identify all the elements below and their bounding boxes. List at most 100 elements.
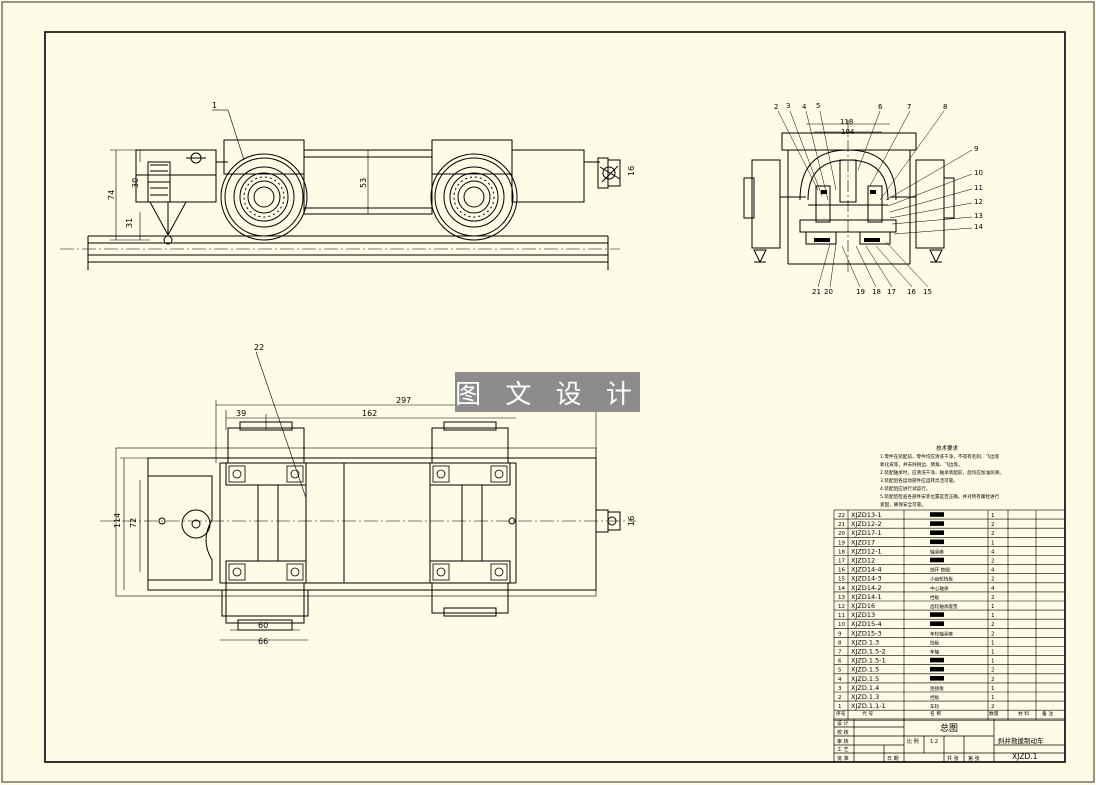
- dim-60: 60: [258, 621, 268, 630]
- parts-row-code: XJZD.1.4: [851, 684, 879, 692]
- parts-row-mark: [930, 621, 944, 626]
- parts-row-code: XJZD17-1: [851, 529, 882, 537]
- parts-row-code: XJZD12-1: [851, 547, 882, 555]
- parts-row-code: XJZD.1.3: [851, 638, 879, 646]
- parts-row-mark: [930, 557, 944, 563]
- tb-drawing-name: 斜井救援制动车: [998, 736, 1044, 745]
- notes-line: 2.装配轴承时，应清洗干净，轴承装配前、后均应加油润滑。: [880, 469, 1004, 476]
- parts-row-qty: 1: [991, 540, 995, 546]
- end-callout-7: 7: [907, 103, 911, 111]
- parts-row-no: 17: [838, 559, 845, 565]
- parts-row-no: 14: [838, 586, 845, 592]
- parts-row-code: XJZD.1.5: [851, 666, 879, 674]
- parts-row-name: 中心轴承: [930, 585, 949, 592]
- parts-row-name: 挡板: [930, 639, 940, 646]
- parts-list-frame: [833, 509, 1066, 721]
- parts-row-no: 11: [838, 613, 845, 619]
- side-callout-1: 1: [212, 101, 217, 110]
- parts-row-name: 挡板: [930, 694, 940, 701]
- parts-row-no: 13: [838, 595, 845, 601]
- tb-label-scale: 比 例: [907, 738, 919, 745]
- side-view: [60, 109, 621, 270]
- end-callout-17: 17: [887, 288, 896, 296]
- parts-row-mark: [930, 539, 944, 545]
- parts-row-no: 16: [838, 568, 845, 574]
- dim-118: 118: [840, 118, 853, 126]
- parts-row-qty: 1: [991, 695, 995, 701]
- parts-row-name: 车轴: [930, 649, 940, 656]
- tb-scale-value: 1:2: [930, 739, 938, 745]
- end-callout-21: 21: [812, 288, 821, 296]
- tb-label-approve: 批 准: [837, 755, 849, 762]
- parts-row-qty: 2: [991, 622, 995, 628]
- parts-row-qty: 2: [991, 577, 995, 583]
- parts-row-code: XJZD14-4: [851, 566, 882, 574]
- title-block-text: 设 计 校 核 审 核 工 艺 批 准 日 期 比 例 1:2 共 张 第 张 …: [837, 720, 1044, 762]
- parts-row-qty: 2: [991, 631, 995, 637]
- parts-row-code: XJZD15-4: [851, 620, 882, 628]
- dim-72: 72: [129, 518, 138, 528]
- inner-frame: [44, 31, 1066, 763]
- parts-row-mark: [930, 676, 944, 681]
- parts-row-qty: 2: [991, 677, 995, 683]
- parts-row-mark: [930, 521, 944, 526]
- parts-row-mark: [930, 512, 944, 517]
- parts-row-no: 21: [838, 522, 845, 528]
- notes-line: 4.装配后应进行试运行。: [880, 485, 930, 492]
- end-callouts-right: 9 10 11 12 13 14: [974, 145, 983, 231]
- parts-row-code: XJZD14-2: [851, 584, 882, 592]
- parts-row-qty: 1: [991, 686, 995, 692]
- plan-view: [100, 351, 636, 641]
- dim-30: 30: [131, 178, 140, 188]
- parts-row-qty: 2: [991, 531, 995, 537]
- tb-label-date: 日 期: [887, 756, 899, 762]
- notes-line: 紧固，确保安全可靠。: [880, 501, 926, 508]
- parts-row-no: 7: [838, 650, 842, 656]
- hdr-qty: 数量: [989, 710, 999, 717]
- parts-row-no: 3: [838, 686, 842, 692]
- notes-title: 技术要求: [936, 444, 959, 452]
- dim-39: 39: [236, 409, 246, 418]
- notes-line: 氧化皮等，并去除锐边、倒角、飞边等。: [880, 461, 963, 468]
- parts-row-name: 车轮: [930, 703, 940, 710]
- parts-row-name: 连接板: [930, 685, 944, 692]
- parts-row-no: 6: [838, 659, 842, 665]
- parts-row-no: 22: [838, 513, 845, 519]
- parts-row-code: XJZD.1.5-1: [851, 657, 886, 665]
- hdr-material: 材 料: [1018, 710, 1029, 717]
- title-block: [833, 718, 1066, 763]
- parts-row-qty: 2: [991, 595, 995, 601]
- side-wheel-left: [220, 153, 308, 241]
- hdr-remark: 备 注: [1042, 710, 1053, 717]
- side-wheel-right: [430, 153, 518, 241]
- tb-label-review: 审 核: [837, 738, 849, 745]
- parts-row-no: 1: [838, 704, 842, 710]
- parts-row-no: 9: [838, 631, 842, 637]
- parts-row-qty: 4: [991, 549, 995, 555]
- parts-row-name: 轴承座: [930, 548, 944, 555]
- parts-header: 序号 代 号 名 称 数量 材 料 备 注: [836, 710, 1053, 717]
- plan-bolts: [228, 465, 508, 581]
- parts-row-mark: [930, 612, 944, 617]
- parts-row-no: 2: [838, 695, 842, 701]
- end-callout-13: 13: [974, 212, 983, 220]
- end-callouts-bottom: 21 20 19 18 17 16 15: [812, 288, 932, 296]
- parts-row-no: 15: [838, 577, 845, 583]
- parts-row-code: XJZD.1.5-2: [851, 648, 886, 656]
- dim-114: 114: [113, 513, 122, 528]
- dim-16-plan: 16: [627, 516, 636, 526]
- end-callout-3: 3: [786, 102, 790, 110]
- parts-row-code: XJZD13-1: [851, 511, 882, 519]
- dim-66: 66: [258, 637, 268, 646]
- notes-line: 1.零件在装配前，零件均应清洗干净，不得有毛刺、飞边等: [880, 453, 1000, 460]
- end-callout-18: 18: [872, 288, 881, 296]
- technical-notes: 技术要求 1.零件在装配前，零件均应清洗干净，不得有毛刺、飞边等 氧化皮等，并去…: [880, 444, 1004, 508]
- tb-label-check: 校 核: [837, 729, 849, 736]
- parts-row-qty: 1: [991, 613, 995, 619]
- parts-row-no: 8: [838, 640, 842, 646]
- end-callout-15: 15: [923, 288, 932, 296]
- dim-16-side: 16: [627, 166, 636, 176]
- parts-row-name: 小齿轮挡板: [930, 576, 953, 583]
- parts-row-code: XJZD.1.5: [851, 675, 879, 683]
